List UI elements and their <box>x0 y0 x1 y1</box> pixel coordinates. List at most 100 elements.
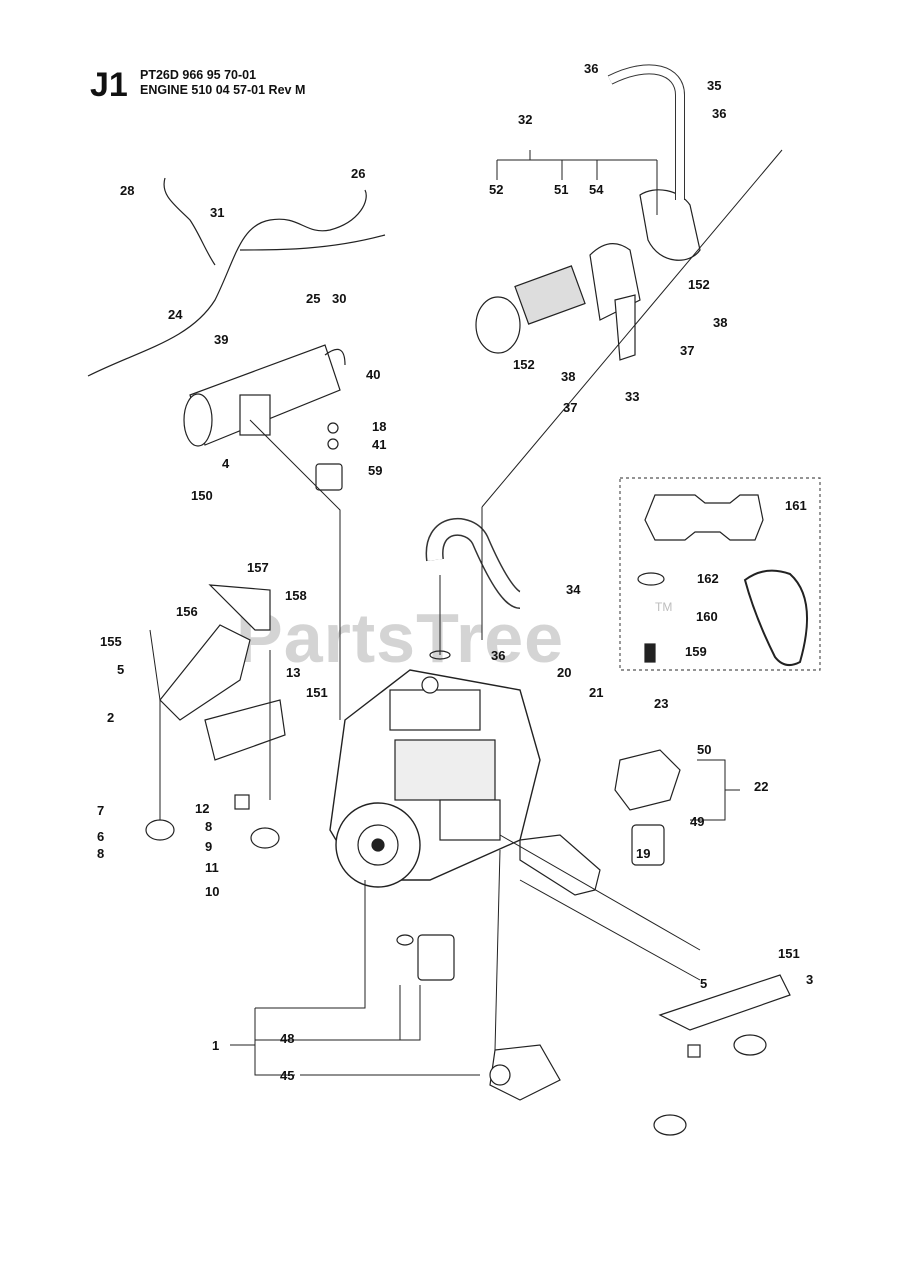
trademark-mark: TM <box>655 600 673 614</box>
valve-cover-gasket <box>644 494 764 541</box>
callout-8: 8 <box>97 846 104 861</box>
callout-9: 9 <box>205 839 212 854</box>
callout-11: 11 <box>205 860 219 875</box>
leader-lines-engine <box>494 834 701 1051</box>
callout-7: 7 <box>97 803 104 818</box>
callout-157: 157 <box>247 560 269 575</box>
oil-filter <box>417 934 455 981</box>
engine-mount-plate-left <box>204 699 286 761</box>
callout-23: 23 <box>654 696 668 711</box>
leader-lines-left <box>149 629 271 820</box>
callout-152: 152 <box>513 357 535 372</box>
callout-150: 150 <box>191 488 213 503</box>
bracket-158 <box>208 584 271 631</box>
intake-hose-upper-fill <box>608 65 684 200</box>
callout-34: 34 <box>566 582 581 597</box>
callout-49: 49 <box>690 814 704 829</box>
callout-38: 38 <box>713 315 727 330</box>
section-code: J1 <box>90 66 128 104</box>
filter-cover <box>475 296 521 354</box>
fuse-part <box>644 643 656 663</box>
callout-41: 41 <box>372 437 386 452</box>
intake-hose-upper <box>607 64 685 200</box>
engine-line: ENGINE 510 04 57-01 Rev M <box>140 83 306 97</box>
callout-51: 51 <box>554 182 568 197</box>
mount-9 <box>250 827 280 849</box>
callout-156: 156 <box>176 604 198 619</box>
callout-22: 22 <box>754 779 768 794</box>
callout-12: 12 <box>195 801 209 816</box>
callout-20: 20 <box>557 665 571 680</box>
callout-36: 36 <box>584 61 598 76</box>
callout-39: 39 <box>214 332 228 347</box>
callout-25: 25 <box>306 291 320 306</box>
callout-21: 21 <box>589 685 603 700</box>
callout-35: 35 <box>707 78 721 93</box>
callout-3: 3 <box>806 972 813 987</box>
muffler-end <box>183 393 213 447</box>
callout-160: 160 <box>696 609 718 624</box>
leader-line-34 <box>481 149 783 640</box>
callout-36: 36 <box>712 106 726 121</box>
model-line: PT26D 966 95 70-01 <box>140 68 257 82</box>
callout-5: 5 <box>700 976 707 991</box>
callout-28: 28 <box>120 183 134 198</box>
callout-37: 37 <box>563 400 577 415</box>
air-filter-housing <box>639 189 701 261</box>
spacer-right <box>687 1044 701 1058</box>
part-drawings <box>87 64 821 1136</box>
callout-155: 155 <box>100 634 122 649</box>
fuel-line <box>239 234 386 251</box>
callout-32: 32 <box>518 112 532 127</box>
callout-59: 59 <box>368 463 382 478</box>
callout-54: 54 <box>589 182 604 197</box>
leader-group-22 <box>690 759 740 821</box>
callout-37: 37 <box>680 343 694 358</box>
callout-5: 5 <box>117 662 124 677</box>
callout-labels: 1234556788910111213181920212223242526283… <box>97 61 813 1083</box>
leader-group-1 <box>230 880 480 1076</box>
mount-right-2 <box>653 1114 687 1136</box>
washer-part <box>327 422 339 434</box>
watermark-text: PartsTree <box>236 599 565 677</box>
callout-33: 33 <box>625 389 639 404</box>
callout-31: 31 <box>210 205 224 220</box>
leader-line-59 <box>249 419 341 720</box>
callout-30: 30 <box>332 291 346 306</box>
cap-part <box>637 572 665 586</box>
muffler-gasket <box>315 463 343 491</box>
callout-45: 45 <box>280 1068 294 1083</box>
callout-48: 48 <box>280 1031 294 1046</box>
fuel-hose-long <box>87 189 367 377</box>
callout-4: 4 <box>222 456 230 471</box>
fuel-hose-short <box>163 177 216 266</box>
callout-50: 50 <box>697 742 711 757</box>
mount-bracket <box>614 294 636 361</box>
callout-151: 151 <box>778 946 800 961</box>
callout-159: 159 <box>685 644 707 659</box>
callout-152: 152 <box>688 277 710 292</box>
drive-belt <box>743 569 809 667</box>
intake-pipe-fill <box>427 519 522 608</box>
callout-19: 19 <box>636 846 650 861</box>
callout-158: 158 <box>285 588 307 603</box>
engine-assembly <box>329 669 541 888</box>
callout-1: 1 <box>212 1038 219 1053</box>
callout-6: 6 <box>97 829 104 844</box>
callout-26: 26 <box>351 166 365 181</box>
callout-13: 13 <box>286 665 300 680</box>
engine-mount-bracket-right <box>658 974 791 1031</box>
fuel-filter-head <box>614 749 681 811</box>
leader-group-32 <box>496 150 658 215</box>
callout-40: 40 <box>366 367 380 382</box>
fuel-filter-cup <box>631 824 665 866</box>
callout-18: 18 <box>372 419 386 434</box>
o-ring <box>396 934 414 946</box>
engine-mount-bracket-left <box>159 624 251 721</box>
mount-6 <box>145 819 175 841</box>
callout-38: 38 <box>561 369 575 384</box>
callout-52: 52 <box>489 182 503 197</box>
callout-151: 151 <box>306 685 328 700</box>
spacer-12 <box>234 794 250 810</box>
